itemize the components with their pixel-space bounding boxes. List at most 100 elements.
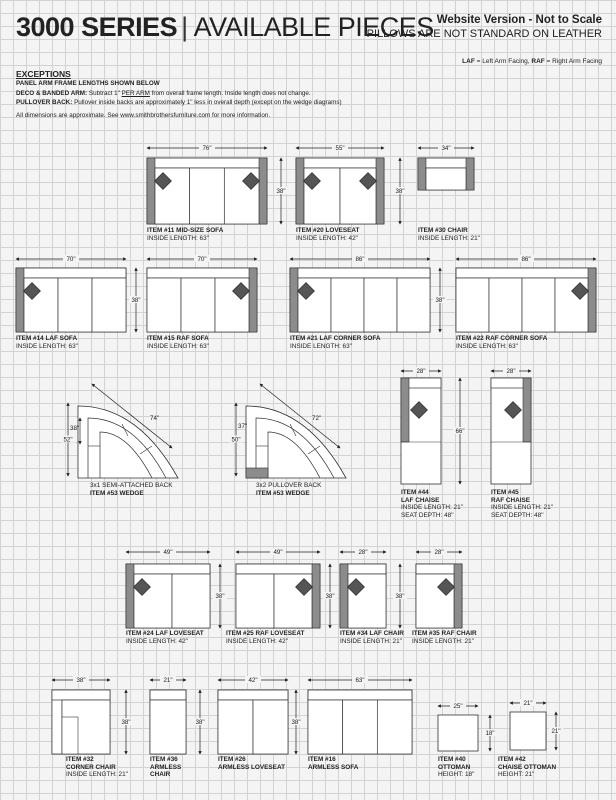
p44-pillow-icon: [410, 401, 428, 419]
version-note: Website Version - Not to Scale: [436, 14, 602, 26]
p30-label-line-2: INSIDE LENGTH: 21": [418, 234, 480, 242]
p11-arm: [258, 157, 268, 225]
p11-label-line-1: ITEM #11 MID-SIZE SOFA: [147, 227, 224, 234]
p44-depth-label-bg: [453, 427, 467, 434]
p24-depth-label: 38": [215, 593, 224, 600]
p44-label-line-2: LAF CHAISE: [401, 496, 440, 504]
p14-seat-cushion: [23, 277, 59, 333]
p24-pillow-icon: [133, 578, 151, 596]
p22-width-label: 86": [521, 256, 530, 263]
p11-depth-label: 38": [276, 188, 285, 195]
w31-depth-label: 52": [63, 437, 72, 444]
facing-legend: LAF = Left Arm Facing, RAF = Right Arm F…: [462, 58, 602, 65]
p26-label-line-2: ARMLESS LOVESEAT: [218, 763, 285, 771]
title-separator: |: [181, 12, 188, 42]
p20-arm: [295, 157, 305, 225]
p45-label-line-1: ITEM #45: [491, 489, 519, 496]
p35-pillow-icon: [437, 578, 455, 596]
p32-width-label: 38": [76, 677, 85, 684]
p30-arm: [465, 157, 475, 191]
p26-seat-cushion: [252, 699, 289, 755]
p34-depth-label-bg: [393, 592, 407, 599]
p25-back: [235, 563, 321, 575]
legend-laf-text: = Left Arm Facing,: [476, 58, 530, 65]
p36-back: [149, 689, 187, 701]
p26-label-line-1: ITEM #26: [218, 756, 246, 763]
p26-depth-label-bg: [289, 718, 303, 725]
p42-depth-label-bg: [549, 727, 563, 734]
p32-depth-label: 38": [121, 719, 130, 726]
p42-depth-label: 21": [551, 728, 560, 735]
p14-pillow-icon: [23, 282, 41, 300]
p21-label-line-2: INSIDE LENGTH: 63": [290, 342, 352, 350]
p45-arm: [522, 377, 532, 443]
title-subtitle: AVAILABLE PIECES: [193, 12, 435, 42]
w32-inner-label: 37": [238, 423, 247, 430]
p24-depth-label-bg: [213, 592, 227, 599]
p40-depth-label-bg: [483, 729, 497, 736]
p26-width-label: 42": [248, 677, 257, 684]
p14-label-line-1: ITEM #14 LAF SOFA: [16, 335, 78, 342]
p20-depth-label-bg: [393, 187, 407, 194]
p14-seat-cushion: [57, 277, 93, 333]
w31-inner-label: 38": [70, 425, 79, 432]
p40-label-line-1: ITEM #40: [438, 756, 466, 763]
w31-frame: [77, 405, 179, 479]
p14-label-line-2: INSIDE LENGTH: 63": [16, 342, 78, 350]
p42-width-label-bg: [520, 699, 536, 706]
p40-width-label-bg: [450, 702, 466, 709]
p32-depth-label-bg: [119, 718, 133, 725]
p20-pillow-icon: [359, 172, 377, 190]
p16-label-line-2: ARMLESS SOFA: [308, 763, 359, 771]
p32-label-line-2: CORNER CHAIR: [66, 763, 116, 771]
p11-width-label-bg: [199, 144, 215, 151]
header-notes: Website Version - Not to Scale PILLOWS A…: [367, 14, 602, 40]
p21-seat-cushion: [396, 277, 431, 333]
p25-depth-label: 38": [325, 593, 334, 600]
p25-width-label: 49": [273, 549, 282, 556]
p20-depth-label: 38": [395, 188, 404, 195]
p40-depth-label: 18": [485, 730, 494, 737]
p30-label-line-1: ITEM #30 CHAIR: [418, 227, 468, 234]
p36-width-label: 21": [163, 677, 172, 684]
p15-width-label-bg: [194, 255, 210, 262]
p32-width-label-bg: [73, 676, 89, 683]
p16-back: [307, 689, 413, 701]
p24-width-label-bg: [160, 548, 176, 555]
series-title: 3000 SERIES: [16, 12, 178, 42]
p20-width-label: 55": [335, 145, 344, 152]
p11-back: [146, 157, 268, 169]
p35-arm: [453, 563, 463, 629]
p22-arm: [587, 267, 597, 333]
p34-width-label: 28": [358, 549, 367, 556]
p24-arm: [125, 563, 135, 629]
p24-seat-cushion: [171, 573, 211, 629]
p16-width-label-bg: [352, 676, 368, 683]
exceptions-line-1-text: PANEL ARM FRAME LENGTHS SHOWN BELOW: [16, 80, 160, 88]
p14-width-label-bg: [63, 255, 79, 262]
legend-raf-key: RAF: [531, 58, 545, 65]
w32-depth-label: 50": [231, 437, 240, 444]
p45-pillow-icon: [504, 401, 522, 419]
p20-pillow-icon: [303, 172, 321, 190]
w31-diag-arrow: [91, 383, 173, 449]
p24-label-line-2: INSIDE LENGTH: 42": [126, 637, 188, 645]
p25-seat-cushion: [235, 573, 275, 629]
p36-width-label-bg: [160, 676, 176, 683]
exceptions-heading: EXCEPTIONS: [16, 69, 71, 79]
p34-pillow-icon: [347, 578, 365, 596]
p22-depth-label-bg: [433, 296, 447, 303]
p22-depth-label: 38": [435, 297, 444, 304]
p25-label-line-2: INSIDE LENGTH: 42": [226, 637, 288, 645]
p45-label-line-4: SEAT DEPTH: 48": [491, 511, 544, 519]
exceptions-line-4: All dimensions are approximate. See www.…: [16, 111, 436, 120]
w31-label-line-2: ITEM #53 WEDGE: [90, 489, 144, 497]
